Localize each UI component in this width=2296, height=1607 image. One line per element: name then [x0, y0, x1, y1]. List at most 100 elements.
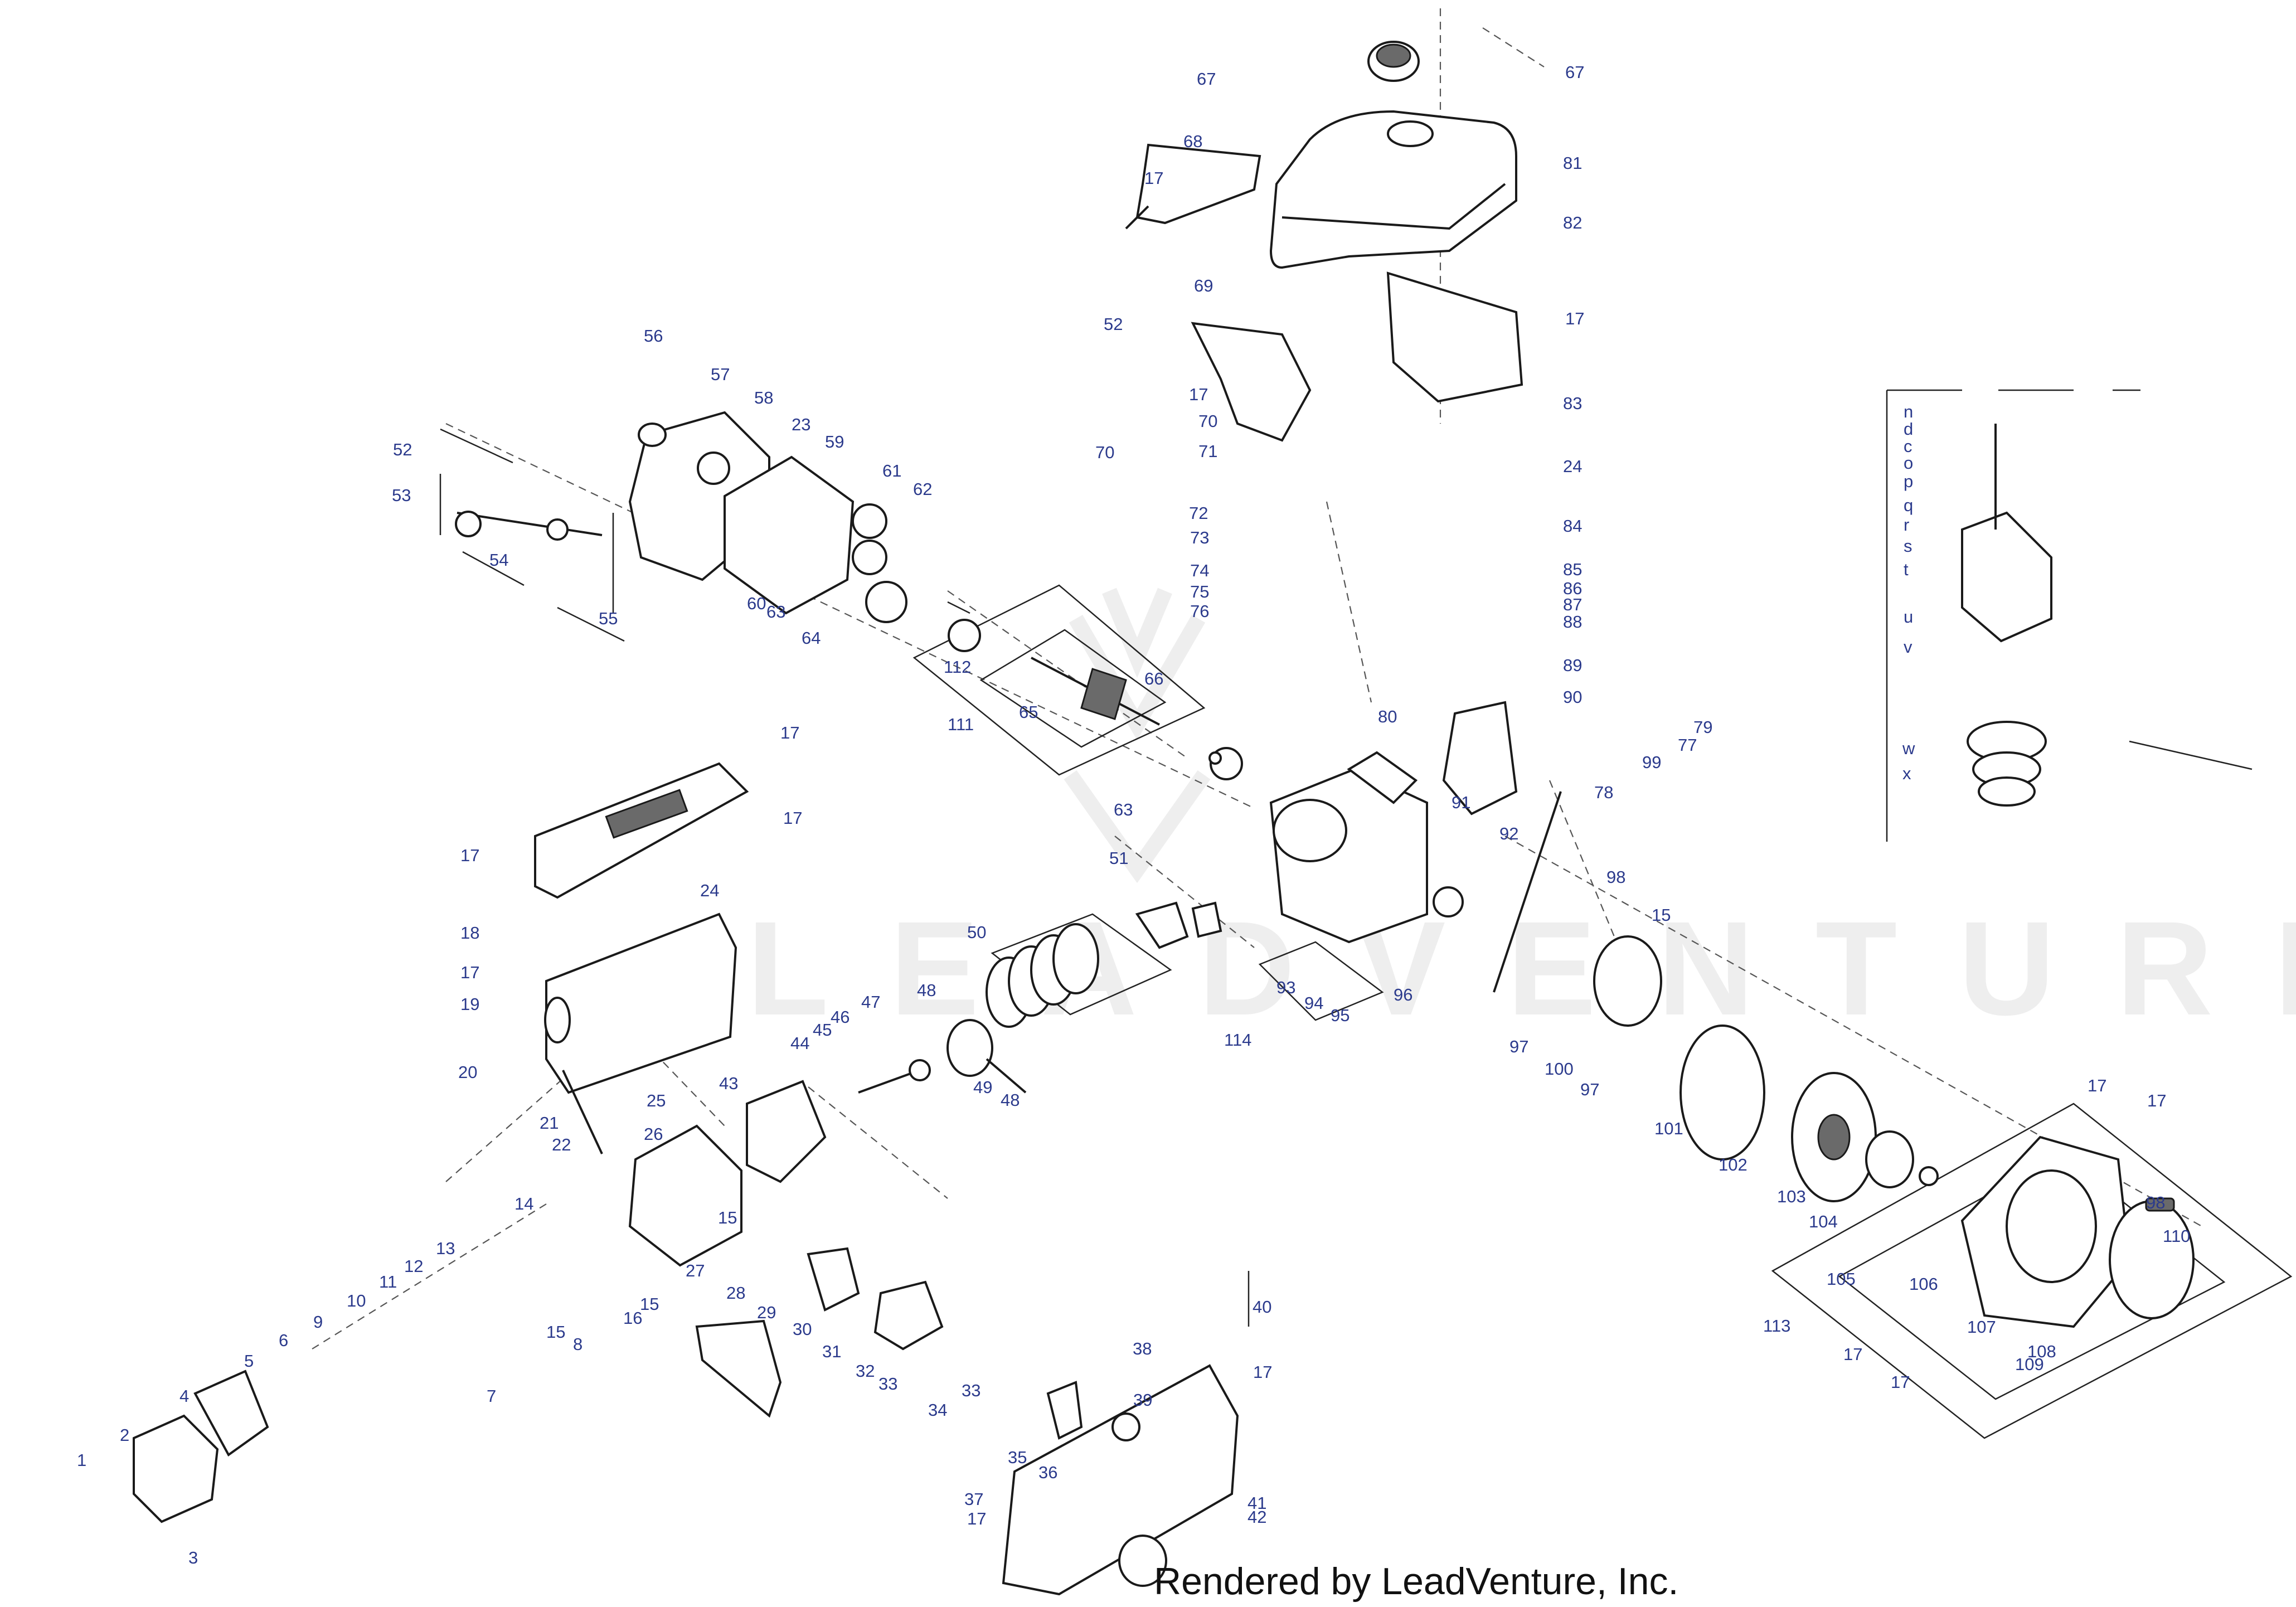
callout-89: 89 [1563, 656, 1582, 675]
callout-54: 54 [489, 550, 508, 570]
callout-15: 15 [546, 1322, 565, 1342]
callout-66: 66 [1144, 669, 1163, 688]
callout-16: 16 [623, 1308, 642, 1328]
callout-69: 69 [1194, 276, 1213, 295]
callout-85: 85 [1563, 560, 1582, 579]
callout-100: 100 [1545, 1059, 1574, 1079]
callout-55: 55 [599, 609, 618, 628]
callout-98: 98 [1606, 867, 1625, 887]
fuel-cap [1367, 41, 1420, 82]
cam-gear [852, 503, 981, 652]
callout-3: 3 [188, 1548, 198, 1567]
callout-30: 30 [793, 1319, 812, 1339]
callout-74: 74 [1190, 561, 1209, 580]
callout-37: 37 [964, 1489, 983, 1509]
callout-76: 76 [1190, 601, 1209, 621]
callout-80: 80 [1378, 707, 1397, 726]
stator [1593, 935, 1662, 1027]
callout-91: 91 [1452, 793, 1470, 812]
gasket [724, 455, 855, 615]
callout-72: 72 [1189, 503, 1208, 523]
callout-2: 2 [120, 1425, 129, 1445]
callout-13: 13 [436, 1239, 455, 1258]
air-filter-housing [1002, 1364, 1239, 1596]
callout-23: 23 [792, 415, 810, 434]
callout-17: 17 [460, 846, 479, 865]
ignition-coil [1442, 701, 1518, 815]
callout-r: r [1904, 515, 1909, 535]
callout-111: 111 [948, 715, 974, 734]
callout-105: 105 [1827, 1269, 1856, 1289]
callout-63: 63 [1114, 800, 1133, 819]
callout-97: 97 [1580, 1080, 1599, 1099]
callout-14: 14 [514, 1194, 533, 1213]
muffler [544, 912, 737, 1094]
engine-block [1269, 751, 1428, 944]
callout-v: v [1904, 637, 1912, 657]
footer-credit: Rendered by LeadVenture, Inc. [1154, 1560, 1678, 1603]
callout-92: 92 [1499, 824, 1518, 843]
callout-24: 24 [700, 881, 719, 900]
starter-cup [1865, 1130, 1939, 1188]
callout-57: 57 [711, 365, 730, 384]
callout-33: 33 [962, 1381, 980, 1400]
exhaust-pipe [562, 1070, 603, 1154]
callout-101: 101 [1654, 1119, 1683, 1138]
callout-17: 17 [460, 963, 479, 982]
callout-58: 58 [754, 388, 773, 407]
callout-112: 112 [944, 657, 971, 677]
callout-p: p [1904, 472, 1913, 491]
callout-52: 52 [393, 440, 412, 459]
callout-17: 17 [1843, 1344, 1862, 1364]
rocker-cover-small [133, 1370, 269, 1523]
callout-28: 28 [726, 1283, 745, 1303]
callout-31: 31 [822, 1342, 841, 1361]
callout-33: 33 [878, 1374, 897, 1394]
callout-labels: 1234567891011121314151615151718171920171… [77, 62, 2190, 1567]
callout-u: u [1904, 607, 1913, 627]
carburetor [807, 1247, 944, 1351]
callout-4: 4 [179, 1386, 189, 1406]
callout-6: 6 [279, 1331, 288, 1350]
heat-shield [1191, 322, 1312, 442]
callout-22: 22 [552, 1135, 571, 1154]
callout-52: 52 [1104, 314, 1123, 334]
piston-rings [986, 923, 1099, 1028]
callout-107: 107 [1967, 1317, 1996, 1337]
cylinder-head [628, 1124, 742, 1267]
callout-48: 48 [917, 980, 936, 1000]
callout-42: 42 [1247, 1507, 1266, 1527]
callout-17: 17 [780, 723, 799, 742]
callout-12: 12 [404, 1256, 423, 1276]
callout-32: 32 [856, 1361, 875, 1381]
callout-38: 38 [1133, 1339, 1152, 1358]
callout-15: 15 [640, 1294, 659, 1314]
callout-27: 27 [686, 1261, 705, 1280]
callout-81: 81 [1563, 153, 1582, 173]
callout-75: 75 [1190, 582, 1209, 601]
callout-17: 17 [967, 1509, 986, 1528]
callout-t: t [1904, 560, 1909, 579]
callout-w: w [1902, 739, 1915, 758]
callout-110: 110 [2163, 1226, 2190, 1246]
callout-64: 64 [802, 628, 821, 648]
crankshaft [1031, 657, 1160, 726]
callout-90: 90 [1563, 687, 1582, 707]
callout-47: 47 [861, 992, 880, 1012]
callout-67: 67 [1565, 62, 1584, 82]
callout-17: 17 [1189, 385, 1208, 404]
callout-9: 9 [313, 1312, 323, 1332]
callout-17: 17 [1565, 309, 1584, 328]
callout-71: 71 [1198, 441, 1217, 461]
callout-49: 49 [973, 1077, 992, 1097]
governor-assembly [455, 511, 603, 541]
callout-q: q [1904, 496, 1913, 515]
watermark-logo [1064, 588, 1211, 883]
callout-17: 17 [2088, 1076, 2106, 1095]
callout-15: 15 [718, 1208, 737, 1227]
callout-x: x [1902, 764, 1911, 783]
head-gasket [746, 1080, 827, 1183]
valve-cover [534, 762, 749, 899]
callout-78: 78 [1594, 783, 1613, 802]
fuel-tank [1269, 110, 1517, 269]
